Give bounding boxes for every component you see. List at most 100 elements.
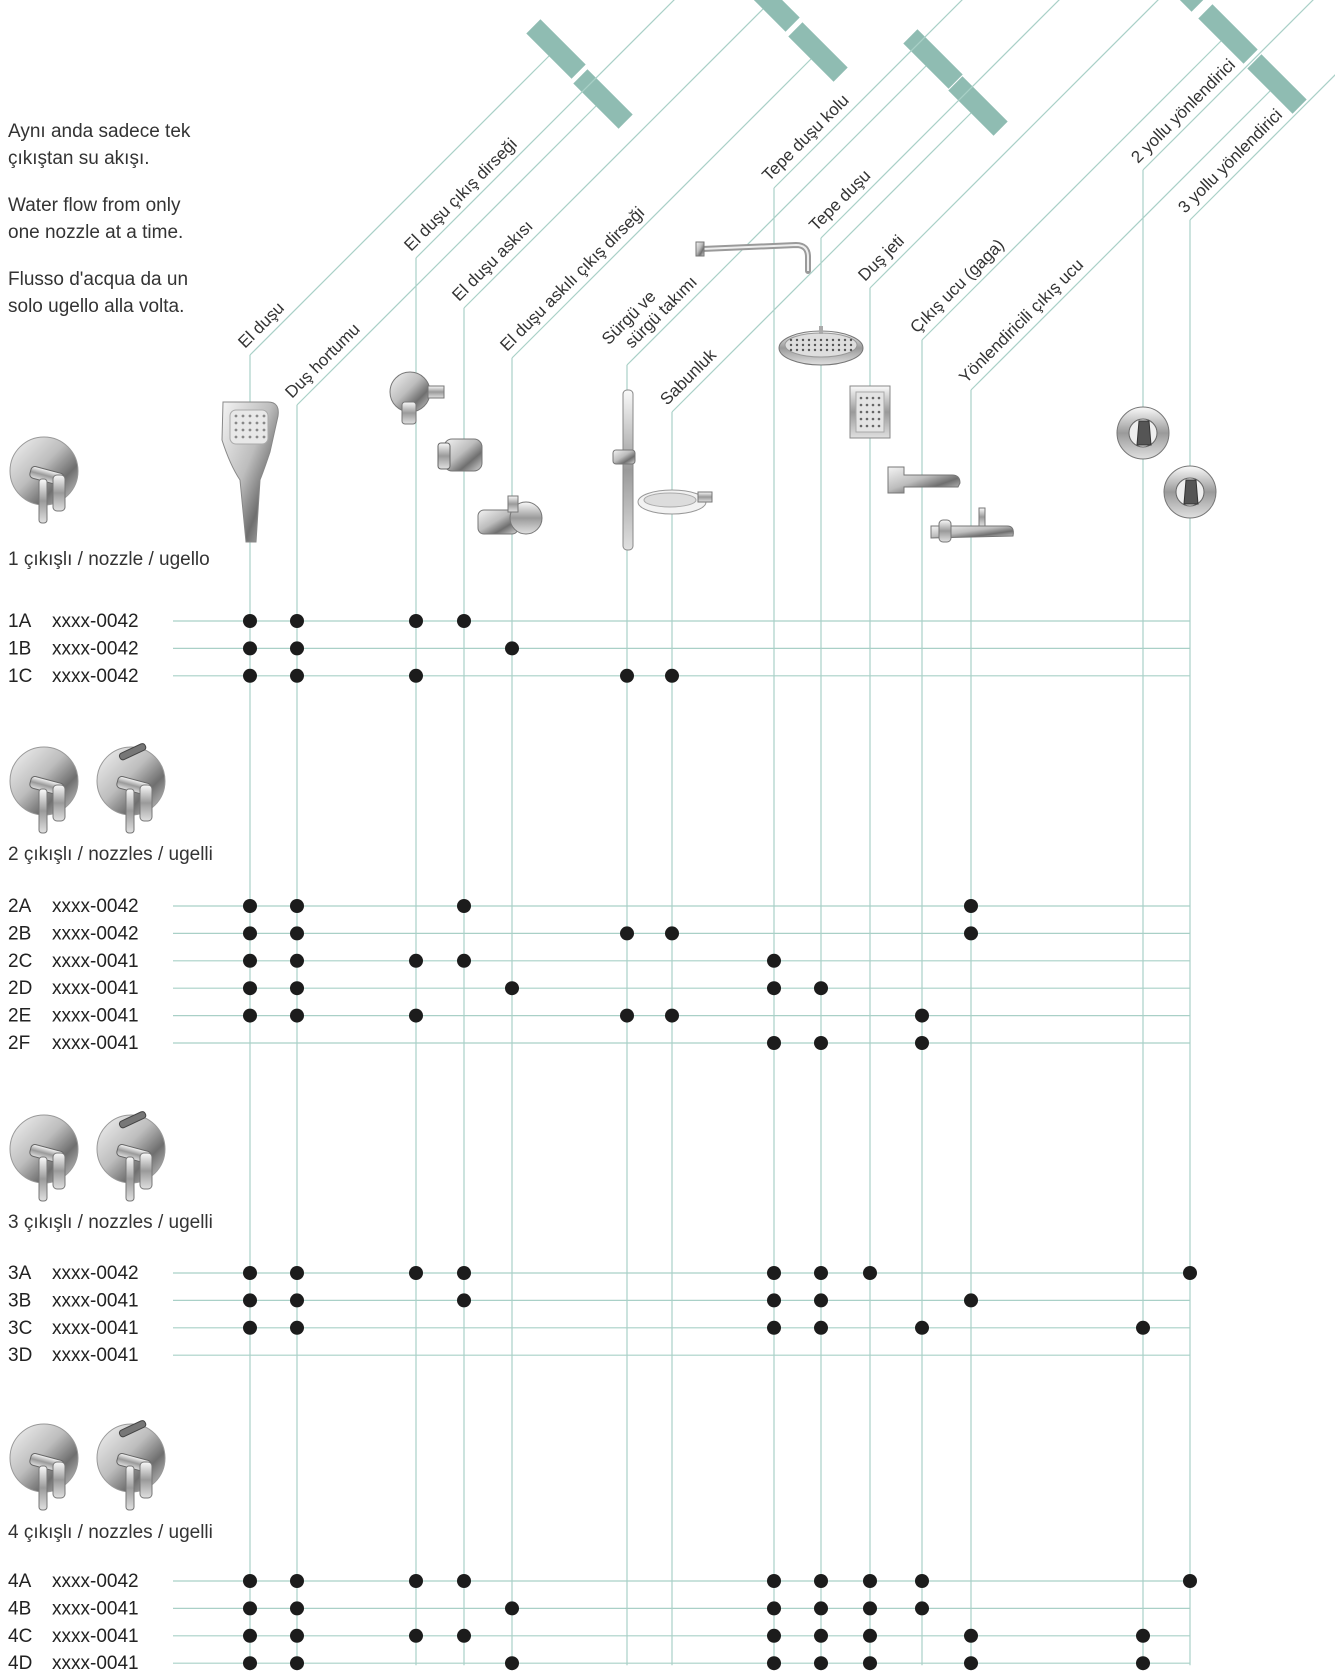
elbow-holder-icon bbox=[477, 495, 543, 535]
config-dot-4D-c9 bbox=[814, 1656, 828, 1671]
row-sku: xxxx-0041 bbox=[52, 1626, 139, 1647]
config-dot-3C-c11 bbox=[915, 1320, 929, 1335]
config-dot-3A-c3 bbox=[409, 1266, 423, 1280]
component-leader bbox=[1189, 74, 1335, 221]
row-code: 2C bbox=[8, 951, 32, 972]
shower-arm-icon bbox=[695, 241, 811, 274]
config-dot-2A-c4 bbox=[457, 899, 471, 913]
row-sku: xxxx-0042 bbox=[52, 1263, 139, 1284]
config-dot-4A-c4 bbox=[457, 1574, 471, 1588]
config-dot-1B-c5 bbox=[505, 641, 519, 656]
config-dot-2E-c6 bbox=[620, 1008, 634, 1023]
component-label: Tepe duşu kolu bbox=[758, 91, 852, 185]
config-dot-4D-c1 bbox=[243, 1656, 257, 1671]
component-label: Çıkış ucu (gaga) bbox=[906, 235, 1008, 337]
shower-holder-icon bbox=[437, 438, 483, 472]
three-way-diverter-icon bbox=[1163, 465, 1217, 519]
diverter-spout-icon bbox=[930, 507, 1014, 543]
config-dot-1A-c2 bbox=[290, 614, 304, 628]
config-dot-3A-c2 bbox=[290, 1266, 304, 1280]
config-dot-4A-c10 bbox=[863, 1574, 877, 1588]
row-code: 3A bbox=[8, 1263, 32, 1284]
component-label: Sabunluk bbox=[656, 345, 720, 409]
config-dot-3B-c1 bbox=[243, 1293, 257, 1308]
config-dot-3A-c1 bbox=[243, 1266, 257, 1280]
config-row-2A[interactable]: 2A xxxx-0042 bbox=[8, 896, 1190, 917]
config-dot-2D-c5 bbox=[505, 981, 519, 996]
config-dot-2D-c1 bbox=[243, 981, 257, 996]
slide-bar-icon bbox=[612, 389, 636, 551]
component-leader bbox=[296, 104, 598, 406]
config-dot-2E-c2 bbox=[290, 1008, 304, 1023]
config-dot-2C-c4 bbox=[457, 953, 471, 968]
single-lever-mixer-icon bbox=[9, 1114, 79, 1202]
config-dot-3A-c10 bbox=[863, 1266, 877, 1280]
config-dot-4A-c14 bbox=[1183, 1574, 1197, 1588]
component-column-c1: El duşu bbox=[234, 19, 586, 1666]
component-leader bbox=[626, 64, 928, 366]
intro-it: Flusso d'acqua da un solo ugello alla vo… bbox=[8, 269, 189, 317]
config-dot-2A-c1 bbox=[243, 899, 257, 913]
row-code: 2A bbox=[8, 896, 32, 917]
config-dot-2B-c6 bbox=[620, 926, 634, 941]
intro-en: Water flow from only one nozzle at a tim… bbox=[8, 195, 184, 243]
config-dot-3B-c8 bbox=[767, 1293, 781, 1308]
row-sku: xxxx-0042 bbox=[52, 896, 139, 917]
two-way-diverter-icon bbox=[1116, 406, 1170, 460]
component-tab bbox=[526, 19, 586, 79]
config-dot-3A-c9 bbox=[814, 1266, 828, 1280]
group-title: 3 çıkışlı / nozzles / ugelli bbox=[8, 1212, 213, 1233]
row-sku: xxxx-0041 bbox=[52, 1033, 139, 1054]
config-dot-3C-c9 bbox=[814, 1320, 828, 1335]
config-dot-2A-c2 bbox=[290, 899, 304, 913]
config-dot-2B-c7 bbox=[665, 926, 679, 941]
component-tab bbox=[788, 22, 848, 82]
config-dot-4B-c1 bbox=[243, 1601, 257, 1616]
config-dot-4D-c2 bbox=[290, 1656, 304, 1671]
single-lever-mixer-icon bbox=[9, 1423, 79, 1511]
row-sku: xxxx-0041 bbox=[52, 1318, 139, 1339]
config-dot-4B-c9 bbox=[814, 1601, 828, 1616]
row-code: 1C bbox=[8, 666, 32, 687]
config-dot-3A-c8 bbox=[767, 1266, 781, 1280]
config-dot-1A-c4 bbox=[457, 614, 471, 628]
diverter-mixer-icon bbox=[96, 1420, 166, 1511]
config-dot-3B-c4 bbox=[457, 1293, 471, 1308]
config-dot-2D-c8 bbox=[767, 981, 781, 996]
component-label: El duşu askısı bbox=[448, 217, 536, 305]
component-leader bbox=[511, 57, 813, 359]
component-label: 2 yollu yönlendirici bbox=[1127, 55, 1239, 167]
component-tab bbox=[948, 76, 1008, 136]
row-code: 4D bbox=[8, 1653, 32, 1674]
row-sku: xxxx-0042 bbox=[52, 611, 139, 632]
row-code: 3C bbox=[8, 1318, 32, 1339]
component-leader bbox=[773, 0, 963, 189]
component-column-c11: Çıkış ucu (gaga) bbox=[906, 4, 1258, 1666]
config-dot-2B-c2 bbox=[290, 926, 304, 941]
component-column-c10: Duş jeti bbox=[854, 0, 1206, 1666]
config-dot-1C-c3 bbox=[409, 668, 423, 683]
config-dot-4B-c11 bbox=[915, 1601, 929, 1616]
config-row-3A[interactable]: 3A xxxx-0042 bbox=[8, 1263, 1197, 1284]
config-row-3C[interactable]: 3C xxxx-0041 bbox=[8, 1318, 1190, 1339]
config-dot-4D-c5 bbox=[505, 1656, 519, 1671]
config-dot-4C-c8 bbox=[767, 1628, 781, 1643]
component-leader bbox=[249, 54, 551, 356]
